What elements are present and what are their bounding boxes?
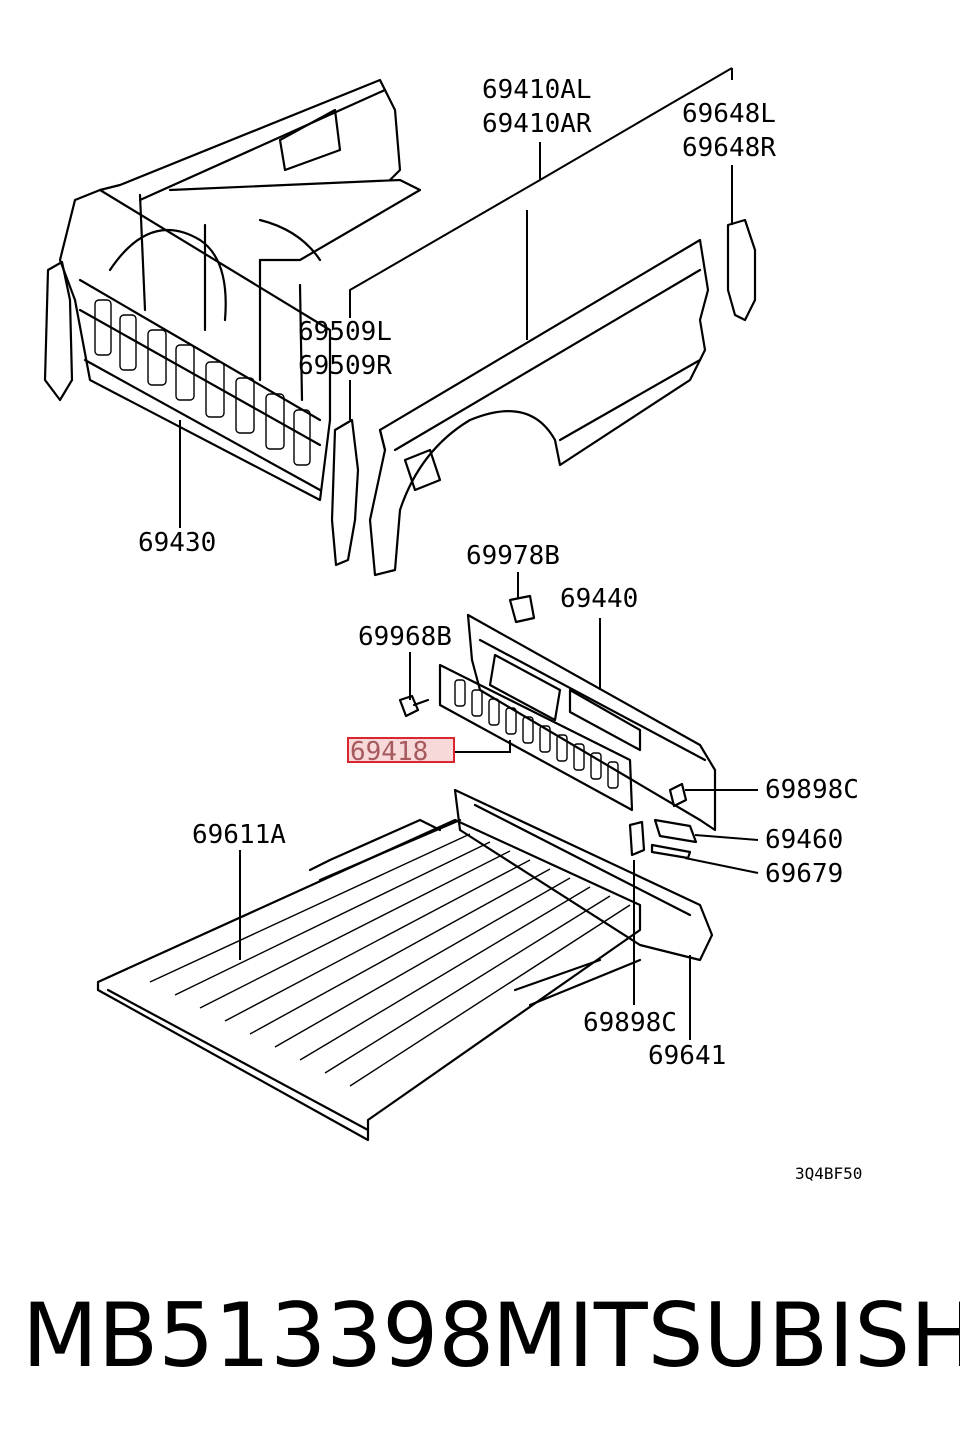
label-69611A: 69611A [192, 820, 286, 850]
label-69430: 69430 [138, 528, 216, 558]
label-69641: 69641 [648, 1041, 726, 1071]
label-69410AL: 69410AL [482, 75, 592, 105]
label-69648R: 69648R [682, 133, 776, 163]
label-69968B: 69968B [358, 622, 452, 652]
label-69460: 69460 [765, 825, 843, 855]
label-69410AR: 69410AR [482, 109, 592, 139]
brand-name: MITSUBISHI [492, 1284, 960, 1387]
part-number: MB513398 [22, 1284, 494, 1387]
label-69898C-lower: 69898C [583, 1008, 677, 1038]
label-69509L: 69509L [298, 317, 392, 347]
label-69898C-upper: 69898C [765, 775, 859, 805]
part-labels: 69410AL 69410AR 69648L 69648R 69509L 695… [138, 75, 862, 1183]
diagram-code: 3Q4BF50 [795, 1164, 862, 1183]
label-69509R: 69509R [298, 351, 392, 381]
bed-floor-drawing [96, 788, 714, 1142]
upper-bed-assembly-drawing [43, 78, 757, 577]
label-69978B: 69978B [466, 541, 560, 571]
label-69418-highlighted: 69418 [350, 737, 428, 767]
highlight-box-69418 [347, 737, 455, 763]
label-69648L: 69648L [682, 99, 776, 129]
label-69440: 69440 [560, 584, 638, 614]
tailgate-assembly-drawing [398, 594, 717, 860]
leader-lines [179, 67, 759, 1040]
label-69679: 69679 [765, 859, 843, 889]
